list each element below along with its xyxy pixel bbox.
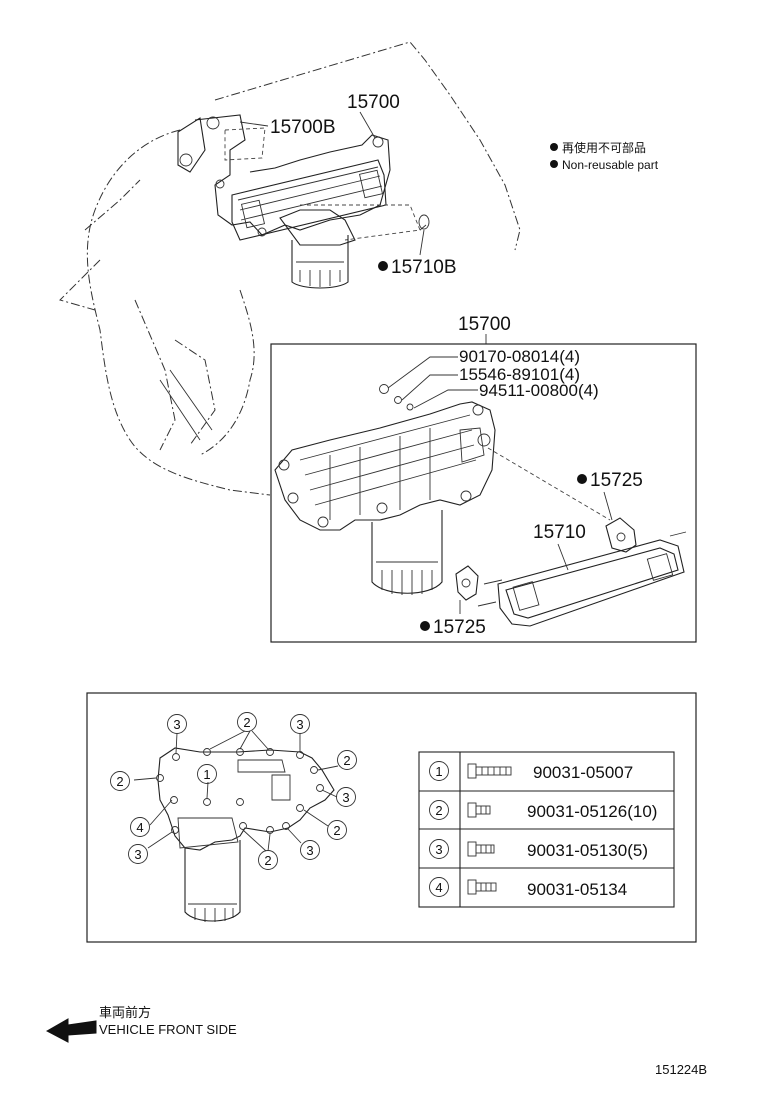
callout-2-left: 2 (110, 771, 130, 791)
callout-2-top-center: 2 (237, 712, 257, 732)
svg-text:3: 3 (134, 847, 141, 862)
housing-outline (157, 747, 335, 922)
part-90170-label: 90170-08014(4) (459, 347, 580, 366)
row-2-num: 2 (435, 803, 442, 818)
oil-cooler-overview (177, 114, 421, 289)
bolt-short-icon (467, 802, 491, 818)
row-2-part: 90031-05126(10) (527, 802, 657, 821)
row-4-num: 4 (435, 880, 442, 895)
diagram-code: 151224B (655, 1062, 707, 1077)
bolt-medium-long-icon (467, 879, 497, 895)
callout-2-right-lower: 2 (327, 820, 347, 840)
callout-2-bottom-center: 2 (258, 850, 278, 870)
bolt-long-icon (467, 763, 512, 779)
part-94511-label: 94511-00800(4) (479, 381, 599, 400)
svg-text:3: 3 (342, 790, 349, 805)
svg-text:3: 3 (173, 717, 180, 732)
bolt-table-row-2: 2 90031-05126(10) (429, 800, 657, 821)
callout-3-top-left: 3 (167, 714, 187, 734)
row-1-part: 90031-05007 (533, 763, 633, 782)
non-reusable-marker (577, 474, 587, 484)
svg-text:2: 2 (333, 823, 340, 838)
row-1-num: 1 (435, 764, 442, 779)
non-reusable-marker (378, 261, 388, 271)
callout-2-right-upper: 2 (337, 750, 357, 770)
engine-outline (59, 41, 521, 496)
row-3-part: 90031-05130(5) (527, 841, 648, 860)
bolt-table-row-3: 3 90031-05130(5) (429, 839, 648, 860)
detail-title-15700: 15700 (458, 314, 511, 335)
gasket-15725-right (605, 517, 637, 553)
callout-3-right: 3 (336, 787, 356, 807)
part-15725-bottom-label: 15725 (433, 617, 486, 638)
svg-text:2: 2 (116, 774, 123, 789)
callout-3-bottom-left: 3 (128, 844, 148, 864)
bolt-medium-icon (467, 841, 495, 857)
detail-box (270, 343, 697, 643)
svg-text:2: 2 (343, 753, 350, 768)
part-15710b-label: 15710B (391, 257, 457, 278)
non-reusable-marker (420, 621, 430, 631)
legend-dot-en (550, 160, 558, 168)
legend-jp-text: 再使用不可部品 (562, 140, 646, 155)
callout-3-bottom-right: 3 (300, 840, 320, 860)
part-15700-label: 15700 (347, 92, 400, 113)
washer-94511-icon (406, 403, 414, 411)
gasket-15725-bottom (455, 565, 479, 601)
svg-text:1: 1 (203, 767, 210, 782)
svg-text:3: 3 (296, 717, 303, 732)
oil-cooler-cover-detail (274, 401, 496, 595)
legend-dot-jp (550, 143, 558, 151)
part-15710-label: 15710 (533, 522, 586, 543)
row-3-num: 3 (435, 842, 442, 857)
front-arrow-icon (45, 1018, 97, 1043)
svg-text:3: 3 (306, 843, 313, 858)
svg-text:2: 2 (264, 853, 271, 868)
gasket-15710b (418, 214, 430, 230)
callout-1-center: 1 (197, 764, 217, 784)
bolt-90170-icon (379, 384, 389, 394)
svg-text:2: 2 (243, 715, 250, 730)
washer-15546-icon (394, 396, 402, 404)
cooler-element-15710 (477, 531, 687, 627)
bolt-table-row-4: 4 90031-05134 (429, 877, 627, 899)
callout-4-left: 4 (130, 817, 150, 837)
bolt-diagram-box (86, 692, 697, 943)
direction-en-text: VEHICLE FRONT SIDE (99, 1022, 237, 1037)
bolt-table-row-1: 1 90031-05007 (429, 761, 633, 782)
part-15700b-label: 15700B (270, 117, 336, 138)
bolt-table (418, 751, 675, 908)
row-4-part: 90031-05134 (527, 880, 627, 899)
part-15725-right-label: 15725 (590, 470, 643, 491)
part-15546-label: 15546-89101(4) (459, 365, 580, 384)
svg-text:4: 4 (136, 820, 143, 835)
legend-en-text: Non-reusable part (562, 158, 659, 172)
callout-3-top-right: 3 (290, 714, 310, 734)
direction-jp-text: 車両前方 (99, 1005, 151, 1020)
